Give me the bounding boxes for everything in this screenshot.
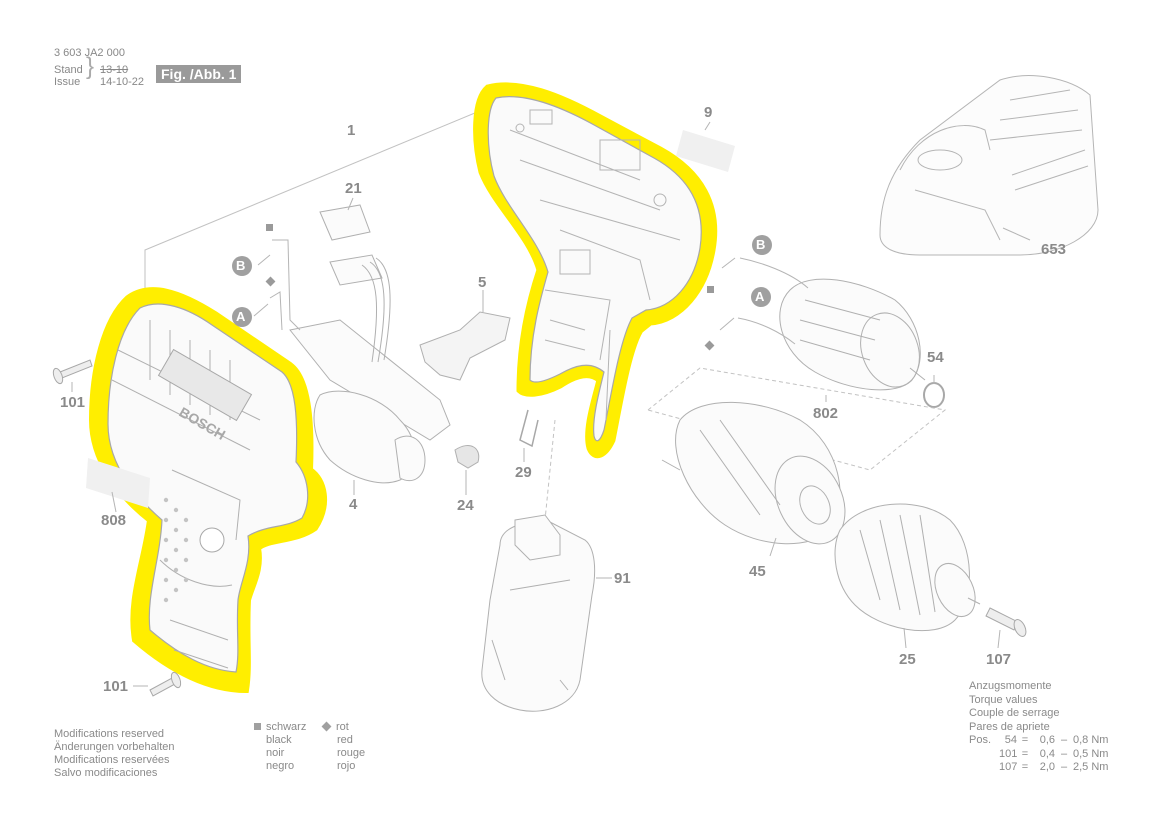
callout-25: 25 <box>899 651 916 668</box>
torque-row-eq: = <box>1021 747 1029 760</box>
o-ring-part <box>923 382 945 408</box>
torque-row-dash: – <box>1060 761 1068 773</box>
legend-diamond-en: red <box>337 734 353 746</box>
housing-left-part <box>88 287 328 694</box>
torque-row-min: 0,6 <box>1039 734 1055 746</box>
torque-row-pos: 101 <box>999 747 1018 760</box>
motor-part <box>779 278 926 391</box>
clip-part <box>454 445 480 469</box>
black-square-marker-2 <box>707 286 714 293</box>
torque-row-min: 0,4 <box>1039 747 1055 760</box>
callout-808: 808 <box>101 512 127 529</box>
red-diamond-marker <box>265 276 276 287</box>
torque-table: Anzugsmomente Torque values Couple de se… <box>969 680 1108 775</box>
stand-value: 13-10 <box>100 64 129 76</box>
issue-label: Issue <box>54 76 81 88</box>
legend-square-es: negro <box>266 760 295 772</box>
modifications-es: Salvo modificaciones <box>54 767 158 779</box>
callout-24: 24 <box>457 497 474 514</box>
callout-101-bottom: 101 <box>103 678 129 695</box>
legend-diamond-label: rot <box>336 721 349 733</box>
torque-title-es: Pares de apriete <box>969 720 1050 733</box>
torque-row-min: 2,0 <box>1039 761 1055 773</box>
torque-pos-label: Pos. <box>969 734 992 746</box>
doc-number: 3 603 JA2 000 <box>54 47 125 59</box>
torque-row-eq: = <box>1021 761 1029 773</box>
connector-b-label-2: B <box>756 237 766 252</box>
modifications-de: Änderungen vorbehalten <box>54 741 175 753</box>
torque-title-en: Torque values <box>969 693 1038 706</box>
torque-row-dash: – <box>1060 734 1068 746</box>
leader-lines <box>71 121 1031 687</box>
motor-leads <box>719 257 809 345</box>
callout-45: 45 <box>749 563 766 580</box>
callout-21: 21 <box>345 180 362 197</box>
torque-row-54: Pos. 54 = 0,6–0,8 Nm <box>969 734 1108 748</box>
modifications-fr: Modifications reservées <box>54 754 170 766</box>
callout-4: 4 <box>349 496 358 513</box>
battery-part <box>481 514 596 712</box>
slider-part <box>419 311 511 381</box>
torque-title-de: Anzugsmomente <box>969 680 1052 692</box>
connector-badges <box>232 235 772 327</box>
gearbox-part <box>661 401 846 545</box>
callout-107: 107 <box>986 651 1012 668</box>
black-square-marker <box>266 224 273 231</box>
torque-row-dash: – <box>1060 747 1068 760</box>
torque-row-107: 107= 2,0–2,5 Nm <box>969 761 1108 775</box>
color-legend-black: schwarz black noir negro <box>254 721 306 773</box>
torque-row-pos: 107 <box>999 761 1018 773</box>
connector-a-label-2: A <box>755 289 765 304</box>
figure-label: Fig. /Abb. 1 <box>156 65 242 83</box>
label-plate-part <box>676 130 735 172</box>
nameplate-part <box>86 458 150 508</box>
callout-91: 91 <box>614 570 631 587</box>
legend-diamond-fr: rouge <box>337 747 366 759</box>
issue-value: 14-10-22 <box>100 76 145 88</box>
torque-row-max: 0,5 Nm <box>1073 747 1109 760</box>
modifications-en: Modifications reserved <box>54 728 165 740</box>
callout-1: 1 <box>347 122 356 139</box>
callout-9: 9 <box>704 104 713 121</box>
housing-right-part <box>473 82 718 459</box>
torque-row-pos: 54 <box>1004 734 1017 746</box>
screw-101b-part <box>149 671 182 697</box>
brace-icon: } <box>86 53 95 80</box>
callout-802: 802 <box>813 405 839 422</box>
switch-assembly <box>289 204 451 484</box>
torque-row-eq: = <box>1021 734 1029 746</box>
torque-row-max: 2,5 Nm <box>1073 761 1109 773</box>
callout-54: 54 <box>927 349 944 366</box>
color-legend-red: rot red rouge rojo <box>321 721 366 773</box>
connector-a-label: A <box>236 309 246 324</box>
callout-29: 29 <box>515 464 532 481</box>
stand-label: Stand <box>54 64 83 76</box>
dashed-guides <box>544 367 947 521</box>
diamond-icon <box>321 721 332 732</box>
screw-107-part <box>985 607 1027 637</box>
legend-square-fr: noir <box>266 747 285 759</box>
torque-title-fr: Couple de serrage <box>969 707 1060 719</box>
legend-diamond-es: rojo <box>337 760 356 772</box>
chuck-part <box>834 503 981 632</box>
legend-square-en: black <box>266 734 292 746</box>
screw-101-part <box>52 359 93 385</box>
callout-5: 5 <box>478 274 487 291</box>
charger-part <box>879 75 1099 256</box>
wire-leads <box>253 239 301 331</box>
legend-square-label: schwarz <box>266 721 307 733</box>
square-icon <box>254 723 261 730</box>
torque-row-max: 0,8 Nm <box>1073 734 1109 746</box>
torque-row-101: 101= 0,4–0,5 Nm <box>969 748 1108 762</box>
callout-101-top: 101 <box>60 394 86 411</box>
callout-653: 653 <box>1041 241 1067 258</box>
modifications-note: Modifications reserved Änderungen vorbeh… <box>54 728 174 780</box>
connector-b-label: B <box>236 258 246 273</box>
red-diamond-marker-2 <box>704 340 715 351</box>
spring-part <box>519 409 539 448</box>
